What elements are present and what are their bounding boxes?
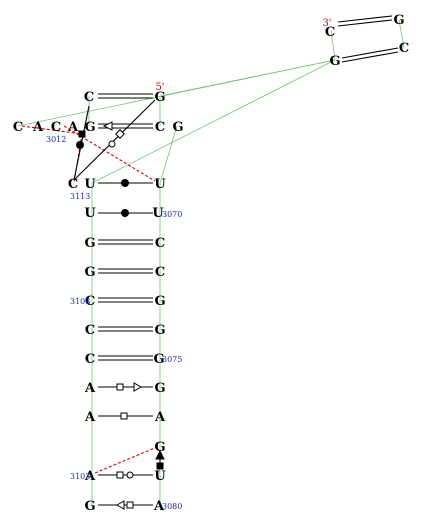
three-prime-label: 3' xyxy=(322,18,331,29)
nucleotide: C xyxy=(85,294,95,309)
nucleotide: A xyxy=(84,381,96,396)
open-triangle-symbol xyxy=(102,121,113,131)
backbone-line xyxy=(17,59,336,127)
open-square-symbol xyxy=(116,383,124,391)
nucleotide: A xyxy=(84,410,96,425)
nucleotide: U xyxy=(154,177,166,192)
nucleotide: G xyxy=(154,323,165,338)
nucleotide: C xyxy=(85,323,95,338)
nucleotide: C xyxy=(155,236,165,251)
nucleotide: U xyxy=(154,469,166,484)
filled-circle-symbol xyxy=(76,141,84,149)
backbone-line xyxy=(330,29,336,61)
residue-number: 3113 xyxy=(70,192,90,201)
nucleotide: A xyxy=(32,120,44,135)
open-circle-symbol xyxy=(126,471,134,479)
nucleotide: C xyxy=(325,25,335,40)
nucleotide: C xyxy=(155,120,165,135)
open-triangle-symbol xyxy=(133,382,143,392)
filled-circle-symbol xyxy=(121,209,129,217)
open-square-symbol xyxy=(126,501,134,509)
filled-circle-symbol xyxy=(121,179,129,187)
open-diamond-symbol xyxy=(115,129,125,139)
solid-interaction xyxy=(73,99,156,181)
nucleotide: G xyxy=(329,54,340,69)
backbone-line xyxy=(159,125,178,184)
nucleotide: C xyxy=(13,120,23,135)
watson-crick-pair xyxy=(341,51,399,63)
nucleotide: A xyxy=(67,120,79,135)
residue-number: 3070 xyxy=(162,210,182,219)
nucleotide: C xyxy=(85,352,95,367)
filled-square-symbol xyxy=(156,462,164,470)
open-triangle-symbol xyxy=(115,500,125,510)
residue-number: 3080 xyxy=(162,502,182,511)
nucleotide: G xyxy=(153,352,164,367)
nucleotides: C G G C C G C A C A G C G C U U U U G C … xyxy=(13,13,409,514)
watson-crick-pair xyxy=(337,19,393,27)
base-pair-connectors xyxy=(98,15,399,506)
residue-number: 3108 xyxy=(70,297,90,306)
nucleotide: C xyxy=(155,265,165,280)
residue-number: 3075 xyxy=(162,355,182,364)
open-circle-symbol xyxy=(108,140,116,148)
dashed-interaction xyxy=(21,125,83,135)
five-prime-label: 5' xyxy=(155,82,164,93)
nucleotide: U xyxy=(84,206,96,221)
residue-numbers: 3012 3113 3070 3108 3075 3103 3080 xyxy=(46,135,182,511)
nucleotide: G xyxy=(154,381,165,396)
dashed-interaction xyxy=(94,446,158,474)
pair-symbols xyxy=(76,121,165,510)
residue-number: 3103 xyxy=(70,472,90,481)
filled-triangle-symbol xyxy=(155,449,165,460)
open-square-symbol xyxy=(116,471,124,479)
nucleotide: G xyxy=(84,499,95,514)
nucleotide: A xyxy=(154,410,166,425)
nucleotide: G xyxy=(154,294,165,309)
backbone-lines xyxy=(17,19,405,505)
nucleotide: G xyxy=(84,120,95,135)
nucleotide: G xyxy=(154,90,165,105)
nucleotide-highlighted: C xyxy=(68,177,78,192)
nucleotide: G xyxy=(154,440,165,455)
nucleotide: G xyxy=(393,13,404,28)
open-square-symbol xyxy=(120,412,128,420)
nucleotide: G xyxy=(172,120,183,135)
watson-crick-pair xyxy=(337,15,393,23)
filled-square-symbol xyxy=(78,130,86,138)
nucleotide: C xyxy=(84,90,94,105)
strand-end-labels: 3' 5' xyxy=(155,18,331,93)
nucleotide: G xyxy=(84,236,95,251)
nucleotide: U xyxy=(84,177,96,192)
nucleotide: A xyxy=(153,499,165,514)
backbone-line xyxy=(398,19,405,49)
nucleotide: U xyxy=(152,206,164,221)
backbone-line xyxy=(91,59,336,184)
nucleotide: G xyxy=(84,265,95,280)
nucleotide: C xyxy=(51,120,61,135)
watson-crick-pair xyxy=(341,47,399,59)
nucleotide: C xyxy=(399,41,409,56)
nucleotide: A xyxy=(84,469,96,484)
residue-number: 3012 xyxy=(46,135,66,144)
